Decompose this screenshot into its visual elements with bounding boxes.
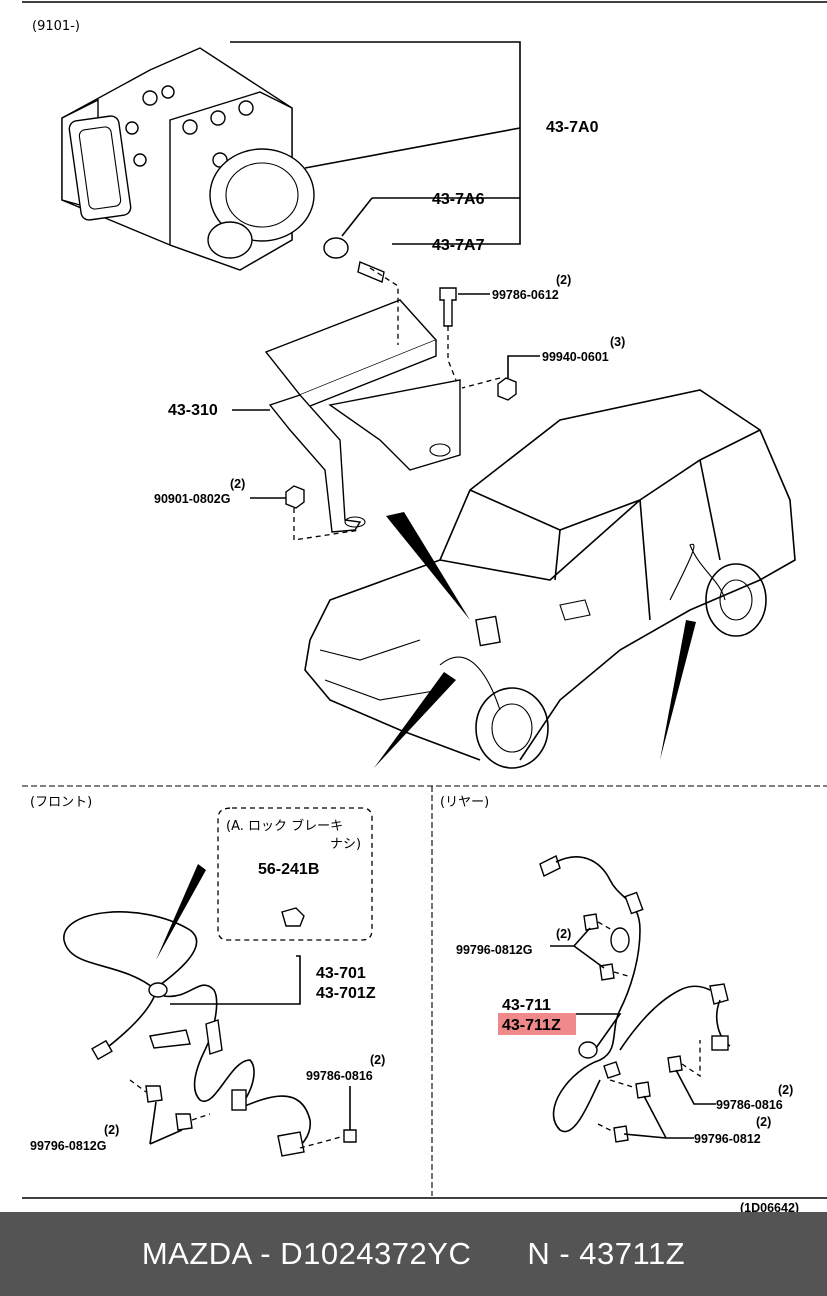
part-label-90901-0802G[interactable]: 90901-0802G <box>154 492 230 506</box>
part-label-43-701Z[interactable]: 43-701Z <box>316 985 376 1002</box>
leader-43-7A0-mid <box>304 127 521 169</box>
leader-43-7A0-top <box>230 41 521 245</box>
leader-43-711 <box>576 1013 622 1049</box>
rear-bolt-part <box>667 1055 683 1073</box>
section-title-front: (フロント) <box>30 795 92 810</box>
part-label-43-7A6[interactable]: 43-7A6 <box>432 191 485 208</box>
nut-part <box>497 377 517 401</box>
note-line2: ナシ) <box>330 837 361 852</box>
note-box: (A. ロック ブレーキ ナシ) 56-241B <box>217 807 373 941</box>
callout-wedge-rear <box>660 620 696 760</box>
period-code: (9101-) <box>32 19 80 34</box>
vehicle-outline <box>304 389 796 769</box>
front-screw-a <box>145 1085 163 1103</box>
front-screw-b <box>175 1113 193 1131</box>
rear-screw-a <box>583 913 599 931</box>
rear-abs-sensor-harness <box>539 855 731 1133</box>
parts-diagram: (9101-) 43-7A0 43-7A6 43-7A7 43-3 <box>22 1 827 1212</box>
bushing-part <box>323 237 349 259</box>
qty-99786-0816-front: (2) <box>370 1053 385 1067</box>
part-label-43-711Z[interactable]: 43-711Z <box>502 1017 561 1034</box>
footer-part-ref: N - 43711Z <box>527 1236 686 1271</box>
front-abs-sensor-harness <box>63 911 311 1157</box>
part-label-43-7A7[interactable]: 43-7A7 <box>432 237 485 254</box>
highlight-43-711Z <box>498 1013 576 1035</box>
section-title-rear: (リヤー) <box>440 795 489 810</box>
leader-43-701 <box>170 955 301 1005</box>
rear-screw-d <box>613 1125 629 1143</box>
part-label-99796-0812-rear[interactable]: 99796-0812 <box>694 1132 761 1146</box>
drawing-number: (1D06642) <box>740 1201 799 1212</box>
part-label-43-7A0[interactable]: 43-7A0 <box>546 119 599 136</box>
callout-wedge-front <box>374 672 456 768</box>
qty-99796-0812G-front: (2) <box>104 1123 119 1137</box>
front-bolt-part <box>343 1129 357 1143</box>
rear-screw-c <box>635 1081 651 1099</box>
abs-bracket <box>264 299 461 533</box>
footer-brand-code: MAZDA - D1024372YC <box>141 1236 472 1271</box>
mount-bolt-part <box>357 261 385 283</box>
part-label-43-310[interactable]: 43-310 <box>168 402 218 419</box>
qty-99786-0816-rear: (2) <box>778 1083 793 1097</box>
qty-99940-0601: (3) <box>610 335 625 349</box>
part-label-43-701[interactable]: 43-701 <box>316 965 366 982</box>
part-label-99940-0601[interactable]: 99940-0601 <box>542 350 609 364</box>
callout-wedge-abs <box>386 512 470 620</box>
abs-hydraulic-unit <box>61 47 315 271</box>
part-label-43-711[interactable]: 43-711 <box>502 997 551 1014</box>
callout-wedge-note <box>156 864 206 960</box>
part-label-99796-0812G-rear[interactable]: 99796-0812G <box>456 943 532 957</box>
part-label-99796-0812G-front[interactable]: 99796-0812G <box>30 1139 106 1153</box>
qty-99796-0812G-rear: (2) <box>556 927 571 941</box>
qty-99786-0612: (2) <box>556 273 571 287</box>
part-label-99786-0816-front[interactable]: 99786-0816 <box>306 1069 373 1083</box>
part-label-56-241B[interactable]: 56-241B <box>258 861 319 878</box>
nut-small-part <box>285 485 305 509</box>
footer-bar: MAZDA - D1024372YC N - 43711Z <box>0 1212 827 1296</box>
part-label-99786-0816-rear[interactable]: 99786-0816 <box>716 1098 783 1112</box>
qty-99796-0812-rear: (2) <box>756 1115 771 1129</box>
part-label-99786-0612[interactable]: 99786-0612 <box>492 288 559 302</box>
bolt-part <box>439 287 457 327</box>
note-line1: (A. ロック ブレーキ <box>226 818 343 834</box>
qty-90901-0802G: (2) <box>230 477 245 491</box>
